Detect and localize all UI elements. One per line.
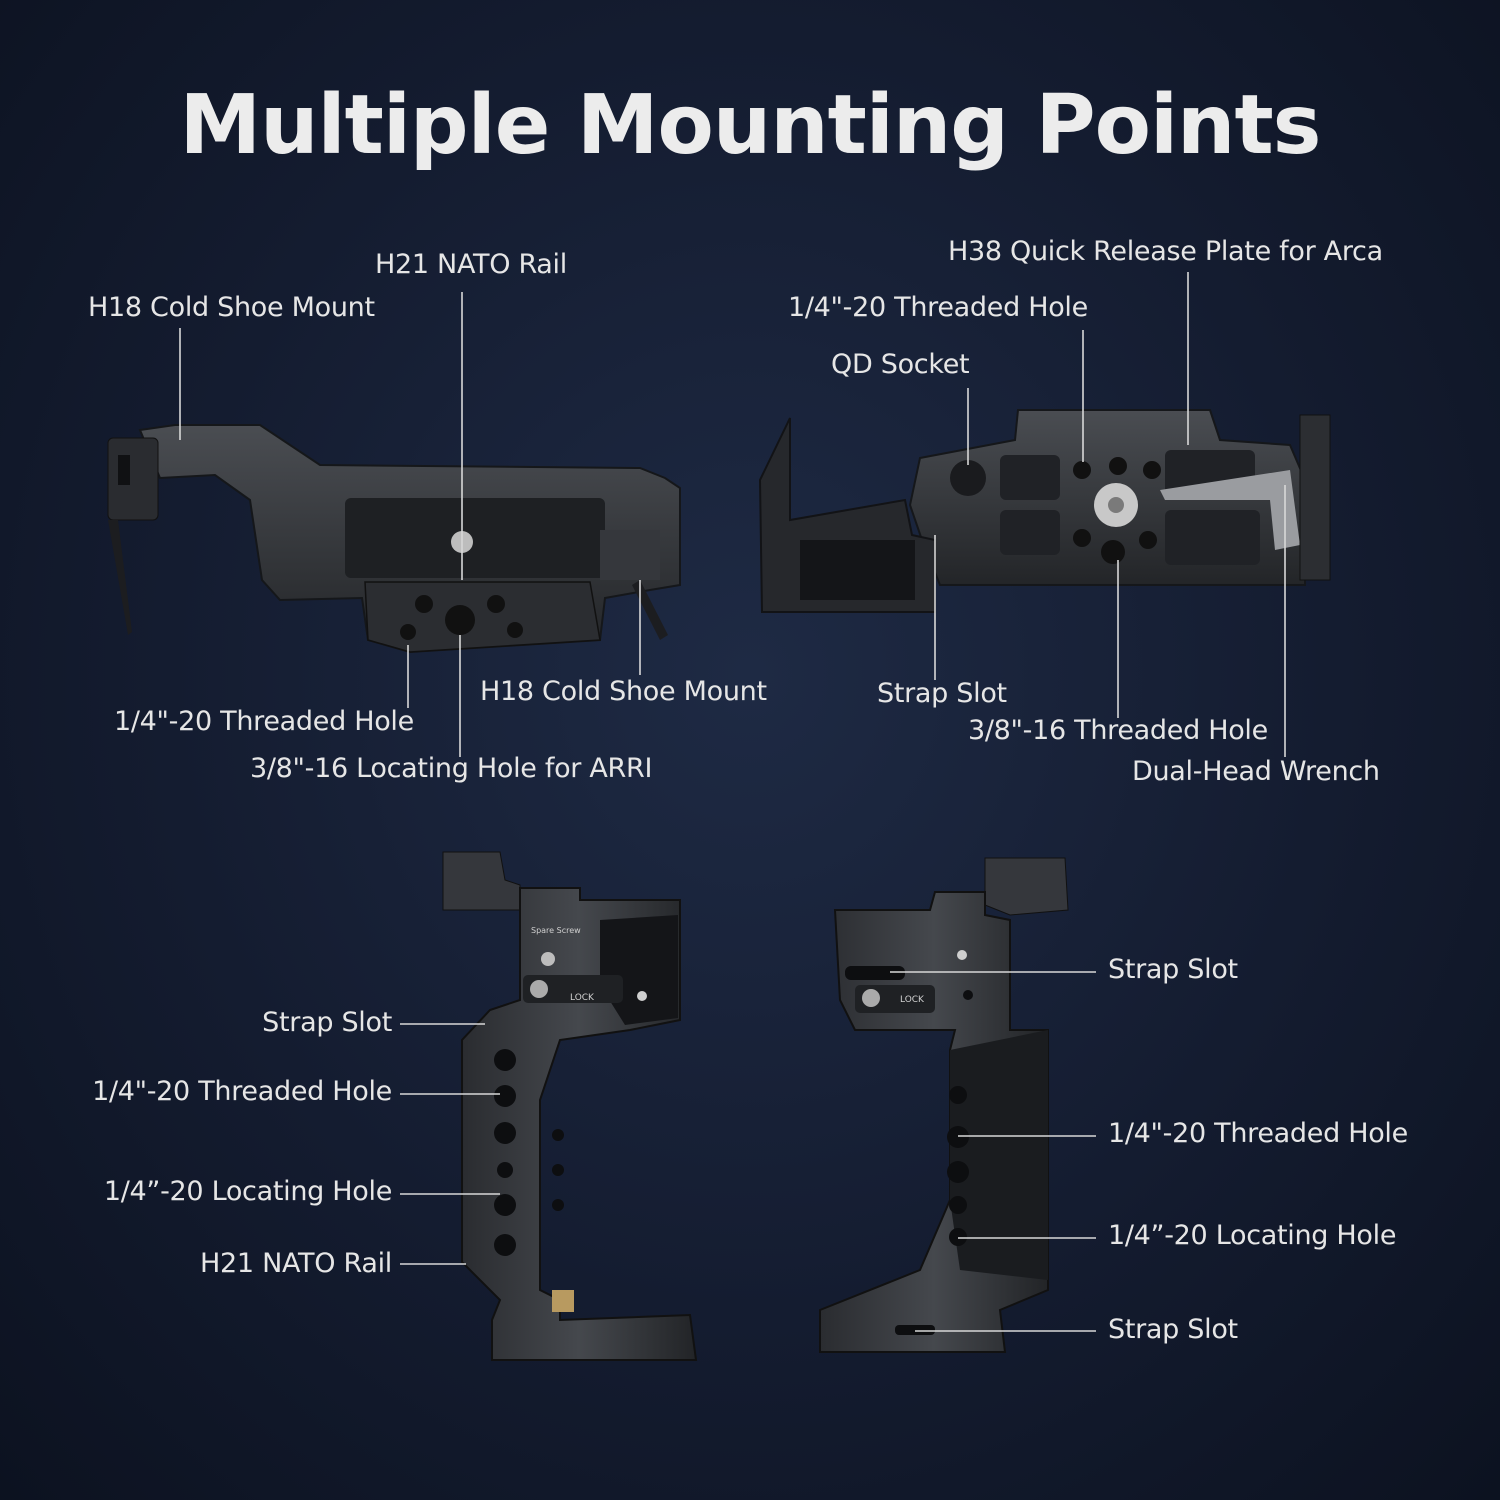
label-top-threaded-hole: 1/4"-20 Threaded Hole — [114, 706, 414, 737]
label-bottom-strap-slot: Strap Slot — [877, 678, 1007, 709]
label-top-nato-rail: H21 NATO Rail — [375, 249, 567, 280]
label-right-locating-hole: 1/4”-20 Locating Hole — [1108, 1220, 1397, 1251]
label-top-cold-shoe-left: H18 Cold Shoe Mount — [88, 292, 375, 323]
leader-lines — [179, 272, 1286, 1332]
label-top-arri-hole: 3/8"-16 Locating Hole for ARRI — [250, 753, 653, 784]
cage-left-side-view: Spare Screw LOCK — [442, 851, 698, 1361]
page-title: Multiple Mounting Points — [179, 78, 1322, 173]
cage-bottom-view — [758, 409, 1331, 613]
label-bottom-threaded-hole: 1/4"-20 Threaded Hole — [788, 292, 1088, 323]
label-left-nato-rail: H21 NATO Rail — [200, 1248, 392, 1279]
label-left-threaded-hole: 1/4"-20 Threaded Hole — [92, 1076, 392, 1107]
lock-engraving-right: LOCK — [900, 995, 925, 1005]
label-right-strap-slot-top: Strap Slot — [1108, 954, 1238, 985]
spare-screw-engraving: Spare Screw — [531, 926, 581, 935]
cage-top-view — [107, 424, 681, 654]
label-right-threaded-hole: 1/4"-20 Threaded Hole — [1108, 1118, 1408, 1149]
label-left-locating-hole: 1/4”-20 Locating Hole — [103, 1176, 392, 1207]
label-bottom-qd-socket: QD Socket — [831, 349, 970, 380]
lock-engraving-left: LOCK — [570, 993, 595, 1003]
label-left-strap-slot: Strap Slot — [262, 1007, 392, 1038]
label-bottom-threaded-hole-38: 3/8"-16 Threaded Hole — [968, 715, 1268, 746]
cage-right-side-view: LOCK — [819, 857, 1069, 1353]
label-right-strap-slot-bottom: Strap Slot — [1108, 1314, 1238, 1345]
label-bottom-arca-plate: H38 Quick Release Plate for Arca — [948, 236, 1383, 267]
label-bottom-wrench: Dual-Head Wrench — [1132, 756, 1380, 787]
label-top-cold-shoe-right: H18 Cold Shoe Mount — [480, 676, 767, 707]
